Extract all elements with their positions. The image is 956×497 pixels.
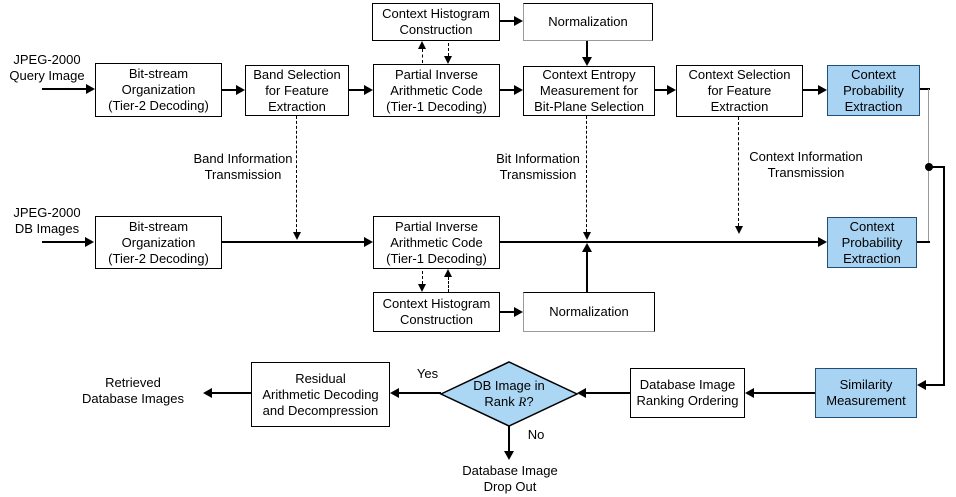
- line-right-down-to-similarity: [943, 166, 945, 386]
- dashed-line-histogram-to-partialinverse-db: [448, 277, 449, 292]
- line-histogram-to-normalization-query: [500, 20, 514, 22]
- line-entropy-to-contextselection: [655, 89, 669, 91]
- decision-rank-prefix: Rank: [484, 394, 519, 409]
- context-entropy-measurement-box: Context Entropy Measurement for Bit-Plan…: [523, 66, 655, 116]
- context-selection-box: Context Selection for Feature Extraction: [676, 65, 803, 117]
- arrowhead-bitstream-to-partialinverse-db: [364, 237, 373, 247]
- arrowhead-into-similarity: [917, 380, 926, 390]
- arrowhead-bit-information: [583, 232, 591, 240]
- arrowhead-contextselection-to-probability: [818, 85, 827, 95]
- decision-rank-suffix: ?: [526, 394, 534, 409]
- arrowhead-normalization-to-entropy: [582, 57, 592, 66]
- arrowhead-residual-to-retrieved: [203, 388, 212, 398]
- line-probability-db-output: [917, 241, 930, 243]
- arrowhead-bandselection-to-partialinverse: [364, 85, 373, 95]
- arrowhead-decision-yes-to-residual: [390, 388, 399, 398]
- arrowhead-similarity-to-ranking: [745, 388, 754, 398]
- line-decision-yes-to-residual: [399, 392, 441, 394]
- arrowhead-histogram-to-normalization-query: [514, 16, 523, 26]
- yes-branch-label: Yes: [416, 366, 439, 381]
- line-db-input: [42, 241, 86, 243]
- line-partialinverse-to-entropy: [500, 89, 516, 91]
- line-bitstream-to-partialinverse-db: [222, 241, 366, 243]
- arrowhead-ranking-to-decision: [577, 388, 586, 398]
- context-probability-extraction-box-db: Context Probability Extraction: [827, 217, 917, 268]
- arrowhead-partialinverse-to-probability-db: [818, 237, 827, 247]
- retrieved-database-images-label: Retrieved Database Images: [82, 375, 184, 406]
- band-information-transmission-label: Band Information Transmission: [193, 151, 293, 182]
- dashed-line-band-information: [296, 116, 297, 232]
- partial-inverse-arithmetic-box-db: Partial Inverse Arithmetic Code (Tier-1 …: [373, 216, 500, 269]
- normalization-box-db: Normalization: [523, 292, 655, 332]
- no-branch-label: No: [527, 427, 545, 442]
- arrowhead-histogram-to-partialinverse-db: [444, 269, 452, 277]
- arrowhead-context-information: [735, 226, 743, 234]
- arrowhead-decision-no-drop: [504, 451, 514, 460]
- arrowhead-partialinverse-to-histogram-query: [418, 41, 426, 49]
- database-image-dropout-label: Database Image Drop Out: [462, 463, 558, 494]
- dashed-line-partialinverse-to-histogram-query: [422, 49, 423, 63]
- line-ranking-to-decision: [586, 392, 630, 394]
- normalization-box-query: Normalization: [523, 3, 653, 41]
- context-information-transmission-label: Context Information Transmission: [749, 149, 863, 180]
- line-probability-query-output: [920, 88, 930, 90]
- bitstream-organization-box-db: Bit-stream Organization (Tier-2 Decoding…: [95, 216, 222, 269]
- line-query-input: [42, 88, 87, 90]
- arrowhead-partialinverse-to-histogram-db: [418, 284, 426, 292]
- arrowhead-normalization-up-to-dbline: [582, 243, 592, 252]
- arrowhead-db-input: [85, 237, 94, 247]
- dashed-line-bit-information: [586, 116, 587, 232]
- database-image-ranking-box: Database Image Ranking Ordering: [630, 368, 745, 418]
- query-input-label: JPEG-2000 Query Image: [9, 52, 85, 83]
- arrowhead-histogram-to-normalization-db: [514, 307, 523, 317]
- arrowhead-entropy-to-contextselection: [667, 85, 676, 95]
- dashed-line-partialinverse-to-histogram-db: [422, 271, 423, 284]
- context-probability-extraction-box-query: Context Probability Extraction: [827, 65, 920, 116]
- line-bitstream-to-bandselection: [222, 89, 238, 91]
- arrowhead-bitstream-to-bandselection: [236, 85, 245, 95]
- line-partialinverse-to-probability-db: [500, 241, 818, 243]
- residual-arithmetic-decoding-box: Residual Arithmetic Decoding and Decompr…: [251, 362, 390, 427]
- decision-line1: DB Image in: [473, 378, 545, 393]
- line-normalization-to-entropy: [586, 41, 588, 58]
- context-histogram-construction-box-db: Context Histogram Construction: [373, 292, 500, 332]
- arrowhead-query-input: [86, 84, 95, 94]
- context-histogram-construction-box-query: Context Histogram Construction: [372, 3, 500, 41]
- arrowhead-partialinverse-to-entropy: [514, 85, 523, 95]
- db-input-label: JPEG-2000 DB Images: [13, 205, 81, 236]
- line-contextselection-to-probability: [803, 89, 820, 91]
- line-similarity-to-ranking: [754, 392, 815, 394]
- partial-inverse-arithmetic-box-query: Partial Inverse Arithmetic Code (Tier-1 …: [373, 64, 500, 117]
- bit-information-transmission-label: Bit Information Transmission: [496, 151, 580, 182]
- line-junction-to-right: [929, 166, 945, 168]
- decision-rank-variable: R: [518, 394, 527, 409]
- arrowhead-histogram-to-partialinverse-query: [444, 56, 452, 64]
- line-normalization-up-to-dbline: [586, 252, 588, 292]
- decision-line2: Rank R?: [484, 394, 533, 410]
- line-residual-to-retrieved: [212, 392, 251, 394]
- line-decision-no-drop: [508, 426, 510, 452]
- line-into-similarity: [926, 384, 945, 386]
- decision-diamond-text: DB Image in Rank R?: [443, 366, 575, 422]
- bitstream-organization-box-query: Bit-stream Organization (Tier-2 Decoding…: [95, 63, 222, 117]
- line-histogram-to-normalization-db: [500, 311, 514, 313]
- band-selection-box: Band Selection for Feature Extraction: [245, 65, 349, 116]
- line-bandselection-to-partialinverse: [349, 89, 366, 91]
- dashed-line-histogram-to-partialinverse-query: [448, 43, 449, 56]
- arrowhead-band-information: [293, 232, 301, 240]
- dashed-line-context-information: [738, 117, 739, 226]
- similarity-measurement-box: Similarity Measurement: [815, 368, 917, 418]
